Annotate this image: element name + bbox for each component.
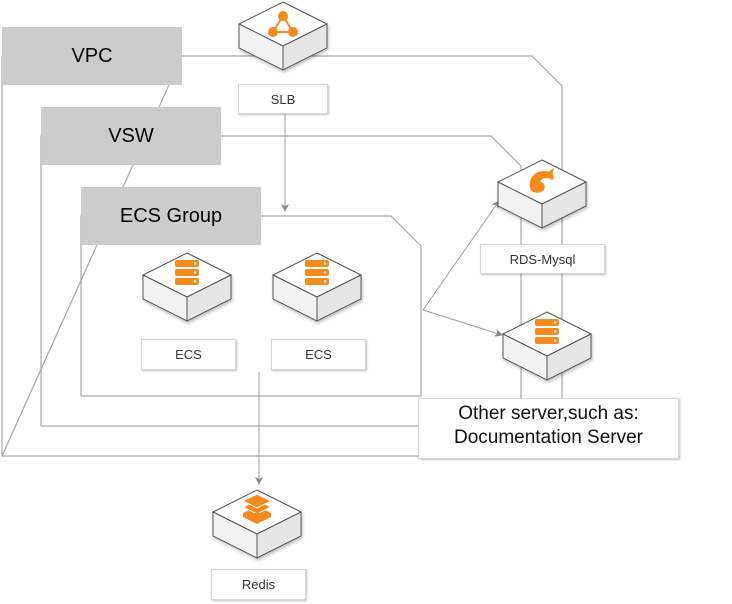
other-server-label-line1: Other server,such as: — [458, 403, 639, 424]
redis-node — [212, 489, 302, 559]
edge-ecsgroup-rds — [422, 200, 500, 311]
other-server-label-line2: Documentation Server — [453, 427, 644, 448]
slb-node — [238, 1, 328, 71]
rds-node — [497, 159, 587, 229]
rds-label: RDS-Mysql — [480, 244, 605, 274]
ecs2-label: ECS — [271, 339, 366, 370]
other-server-label: Other server,such as: Documentation Serv… — [418, 398, 679, 459]
ecs1-node — [142, 252, 232, 322]
slb-label: SLB — [238, 84, 328, 114]
other-server-node — [502, 311, 592, 381]
ecs2-node — [272, 252, 362, 322]
ecs-group-boundary — [80, 215, 422, 397]
ecs-group-header: ECS Group — [81, 187, 261, 245]
server-icon — [175, 260, 199, 285]
vsw-header: VSW — [41, 107, 221, 165]
vsw-boundary — [40, 135, 522, 427]
edge-ecsgroup-other — [422, 309, 503, 337]
load-balancer-icon — [268, 11, 298, 37]
mysql-dolphin-icon — [529, 168, 554, 193]
redis-label: Redis — [211, 569, 306, 600]
ecs1-label: ECS — [141, 339, 236, 370]
stack-database-icon — [241, 493, 273, 524]
vpc-header: VPC — [2, 27, 182, 85]
server-icon — [535, 319, 559, 344]
server-icon — [305, 260, 329, 285]
